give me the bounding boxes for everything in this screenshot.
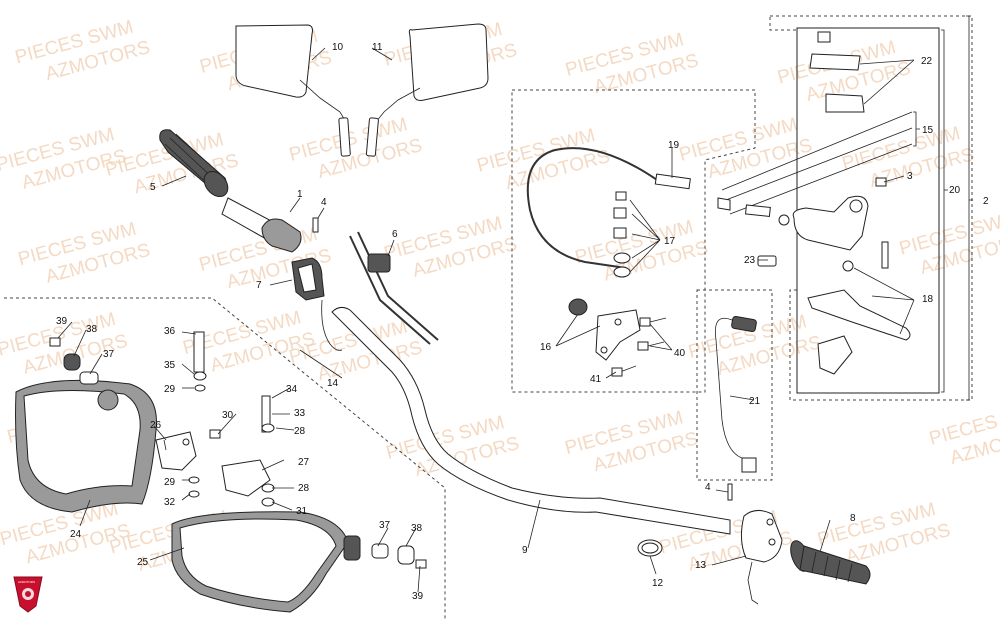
group-box-21 bbox=[696, 289, 773, 481]
callout-21: 21 bbox=[749, 396, 761, 407]
callout-38-left: 38 bbox=[86, 324, 98, 335]
callout-11: 11 bbox=[372, 42, 383, 53]
callout-7: 7 bbox=[256, 280, 262, 291]
callout-4-left: 4 bbox=[321, 197, 327, 208]
callout-5: 5 bbox=[150, 182, 156, 193]
throttle-tube bbox=[221, 197, 302, 253]
pin-4-left bbox=[312, 217, 319, 233]
callout-34: 34 bbox=[286, 384, 298, 395]
callout-25: 25 bbox=[137, 557, 149, 568]
callout-15: 15 bbox=[922, 125, 934, 136]
azmotors-logo: AZMOTORS bbox=[13, 576, 43, 613]
callout-26: 26 bbox=[150, 420, 162, 431]
brake-switch bbox=[757, 255, 777, 267]
callout-33: 33 bbox=[294, 408, 306, 419]
callout-4-right: 4 bbox=[705, 482, 711, 493]
callout-41: 41 bbox=[590, 374, 602, 385]
bolts-40 bbox=[637, 317, 667, 351]
left-handguard bbox=[15, 379, 157, 513]
callout-12: 12 bbox=[652, 578, 664, 589]
throttle-cables bbox=[349, 231, 439, 345]
callout-39-left: 39 bbox=[56, 316, 68, 327]
callout-6: 6 bbox=[392, 229, 398, 240]
logo-text: AZMOTORS bbox=[18, 580, 35, 584]
callout-20: 20 bbox=[949, 185, 961, 196]
callout-22: 22 bbox=[921, 56, 933, 67]
brace-2 bbox=[966, 15, 973, 401]
callout-39-right: 39 bbox=[412, 591, 424, 602]
group-box-14 bbox=[4, 297, 446, 620]
callout-28-bottom: 28 bbox=[298, 483, 310, 494]
callout-18: 18 bbox=[922, 294, 934, 305]
reservoir-cap bbox=[809, 31, 865, 113]
left-mirror bbox=[235, 24, 351, 157]
handguard-mount-left bbox=[155, 331, 207, 498]
callout-9: 9 bbox=[522, 545, 528, 556]
throttle-housing bbox=[291, 257, 343, 351]
clutch-cable bbox=[526, 147, 691, 269]
handguard-mount-right bbox=[209, 395, 275, 507]
callout-8: 8 bbox=[850, 513, 856, 524]
callout-36: 36 bbox=[164, 326, 176, 337]
group-box-17 bbox=[511, 89, 756, 393]
callout-37-left: 37 bbox=[103, 349, 115, 360]
callout-19: 19 bbox=[668, 140, 680, 151]
right-mirror bbox=[365, 23, 489, 157]
callout-24: 24 bbox=[70, 529, 82, 540]
callout-27: 27 bbox=[298, 457, 310, 468]
callout-10: 10 bbox=[332, 42, 344, 53]
callout-40: 40 bbox=[674, 348, 686, 359]
clutch-bracket bbox=[568, 298, 641, 361]
right-handguard bbox=[171, 511, 349, 613]
pivot-bolt bbox=[881, 241, 889, 269]
bolt-3 bbox=[875, 177, 887, 187]
brace-15 bbox=[913, 111, 920, 147]
brake-hoses-15 bbox=[721, 111, 913, 215]
right-grip bbox=[790, 540, 871, 585]
callout-35: 35 bbox=[164, 360, 176, 371]
callout-17: 17 bbox=[664, 236, 676, 247]
callout-29-top: 29 bbox=[164, 384, 176, 395]
callout-labels: 1 2 3 4 4 5 6 7 8 9 10 11 12 13 14 15 16… bbox=[56, 42, 989, 602]
bolt-41 bbox=[611, 365, 637, 377]
callout-29-bottom: 29 bbox=[164, 477, 176, 488]
callout-32: 32 bbox=[164, 497, 176, 508]
callout-37-right: 37 bbox=[379, 520, 391, 531]
callout-13: 13 bbox=[695, 560, 707, 571]
callout-31: 31 bbox=[296, 506, 308, 517]
switch-wire bbox=[714, 315, 757, 473]
left-grip bbox=[159, 129, 229, 198]
bar-end-right bbox=[343, 535, 427, 569]
callout-1: 1 bbox=[297, 189, 303, 200]
leader-lines bbox=[57, 47, 915, 593]
callout-3: 3 bbox=[907, 171, 913, 182]
callout-2: 2 bbox=[983, 196, 989, 207]
callout-16: 16 bbox=[540, 342, 552, 353]
callout-14: 14 bbox=[327, 378, 339, 389]
callout-23: 23 bbox=[744, 255, 756, 266]
bar-end-left bbox=[49, 337, 119, 411]
bolts-17 bbox=[613, 191, 631, 278]
right-switch-housing bbox=[740, 510, 783, 605]
callout-28-top: 28 bbox=[294, 426, 306, 437]
handlebar bbox=[331, 306, 731, 535]
callout-30: 30 bbox=[222, 410, 234, 421]
pin-4-right bbox=[727, 483, 733, 501]
brace-20 bbox=[941, 29, 948, 393]
brake-lever bbox=[807, 260, 911, 375]
group-box-2 bbox=[769, 15, 973, 401]
cable-clamp bbox=[637, 539, 663, 557]
master-cylinder bbox=[717, 195, 869, 251]
callout-38-right: 38 bbox=[411, 523, 423, 534]
